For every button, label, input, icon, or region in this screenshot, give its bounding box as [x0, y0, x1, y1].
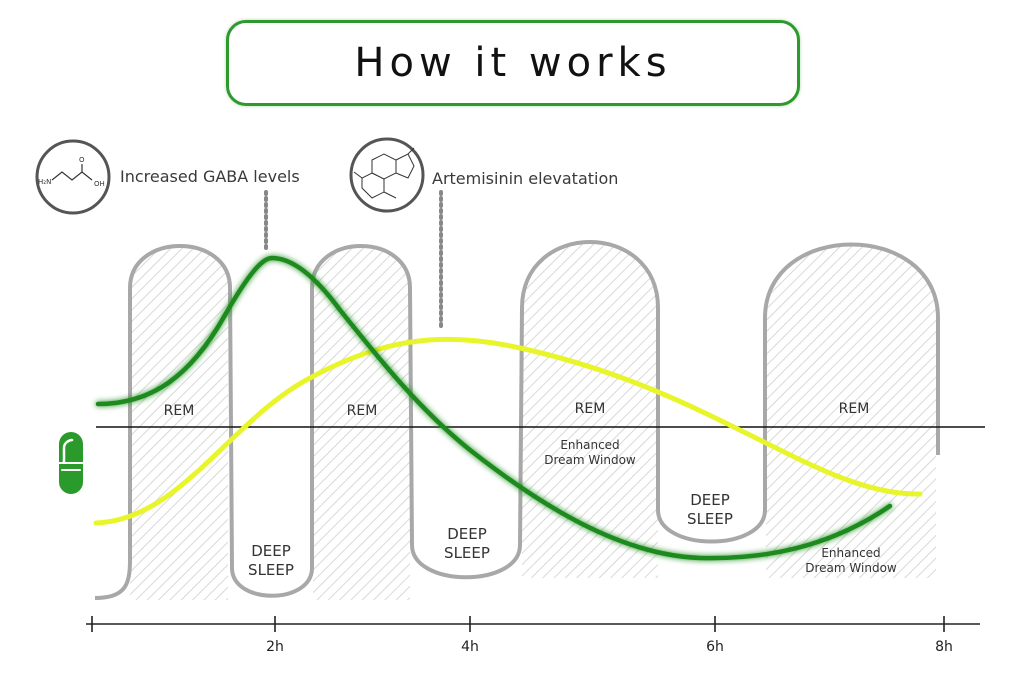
rem-hatch-2 [313, 244, 410, 600]
tick-label-4h: 4h [461, 639, 479, 655]
artemisinin-molecule-icon [349, 137, 425, 213]
enhanced-dream-window-label-2: Enhanced Dream Window [805, 546, 897, 575]
annotation-leaders [264, 190, 443, 330]
page-title: How it works [354, 40, 672, 86]
gaba-acid-oh-label: OH [94, 180, 105, 188]
gaba-molecule-icon: H₂N O OH [35, 139, 111, 215]
deep-sleep-label-2: DEEP SLEEP [444, 525, 490, 562]
gaba-acid-o-label: O [79, 156, 85, 164]
artemisinin-annotation: Artemisinin elevatation [432, 169, 619, 188]
gaba-curve [95, 255, 893, 561]
artemisinin-curve [93, 336, 923, 526]
enhanced-dream-window-label-1: Enhanced Dream Window [544, 438, 636, 467]
rem-label-4: REM [838, 401, 870, 417]
rem-label-3: REM [574, 401, 606, 417]
tick-label-8h: 8h [935, 639, 953, 655]
gaba-annotation: Increased GABA levels [120, 167, 300, 186]
rem-label-1: REM [163, 403, 195, 419]
deep-sleep-label-1: DEEP SLEEP [248, 542, 294, 579]
capsule-icon [59, 432, 83, 494]
deep-sleep-label-3: DEEP SLEEP [687, 491, 733, 528]
hypnogram-line [94, 240, 940, 600]
time-axis [86, 616, 980, 632]
title-box: How it works [226, 20, 800, 106]
rem-hatch-1 [130, 244, 228, 600]
rem-label-2: REM [346, 403, 378, 419]
tick-label-6h: 6h [706, 639, 724, 655]
gaba-amine-label: H₂N [38, 178, 51, 186]
rem-hatch-3 [522, 242, 658, 578]
tick-label-2h: 2h [266, 639, 284, 655]
